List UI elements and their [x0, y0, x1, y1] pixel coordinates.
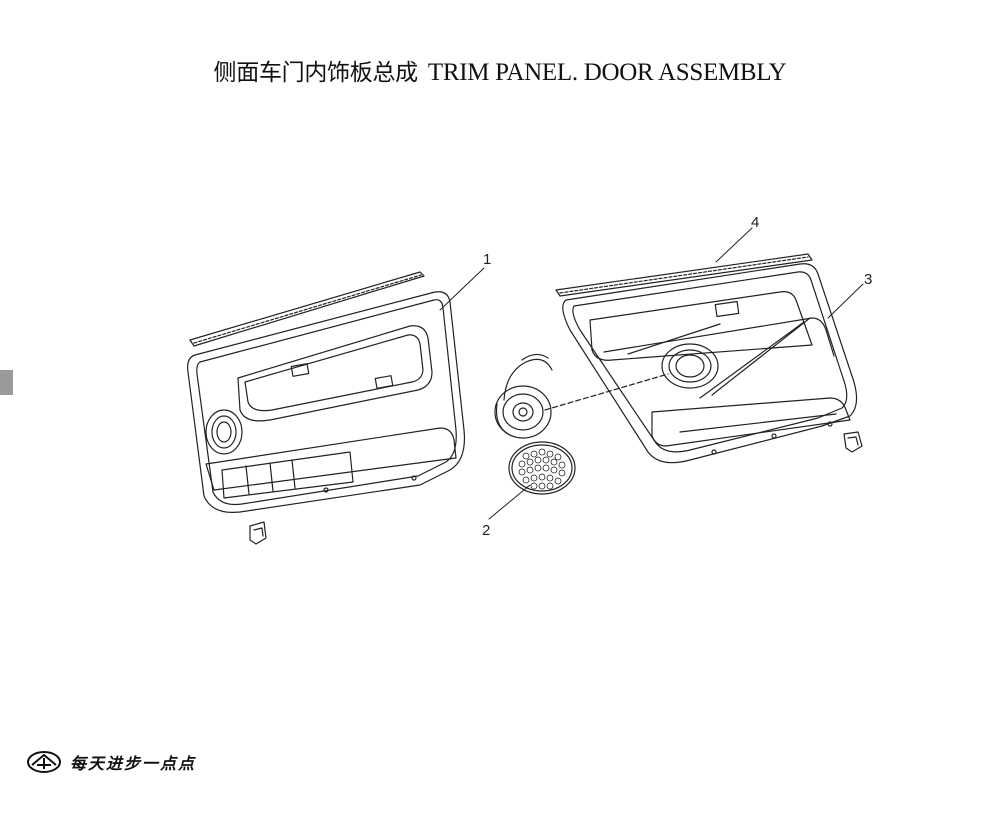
callout-2: 2 [482, 522, 490, 539]
callout-3: 3 [864, 271, 872, 288]
leader-lines [439, 227, 864, 520]
page-edge-tab [0, 370, 13, 395]
callout-1: 1 [483, 251, 491, 268]
speaker-assembly [494, 353, 669, 439]
page-title: 侧面车门内饰板总成 TRIM PANEL. DOOR ASSEMBLY [0, 53, 1000, 93]
right-door-trim-panel [555, 253, 863, 464]
left-door-trim-panel [187, 271, 466, 545]
title-chinese: 侧面车门内饰板总成 [213, 60, 419, 86]
brand-logo [27, 751, 61, 773]
speaker-grille [508, 441, 576, 495]
footer-brand: 每天进步一点点 [26, 746, 226, 778]
title-english: TRIM PANEL. DOOR ASSEMBLY [427, 59, 787, 86]
callout-4: 4 [751, 214, 759, 231]
footer-slogan: 每天进步一点点 [70, 754, 197, 773]
